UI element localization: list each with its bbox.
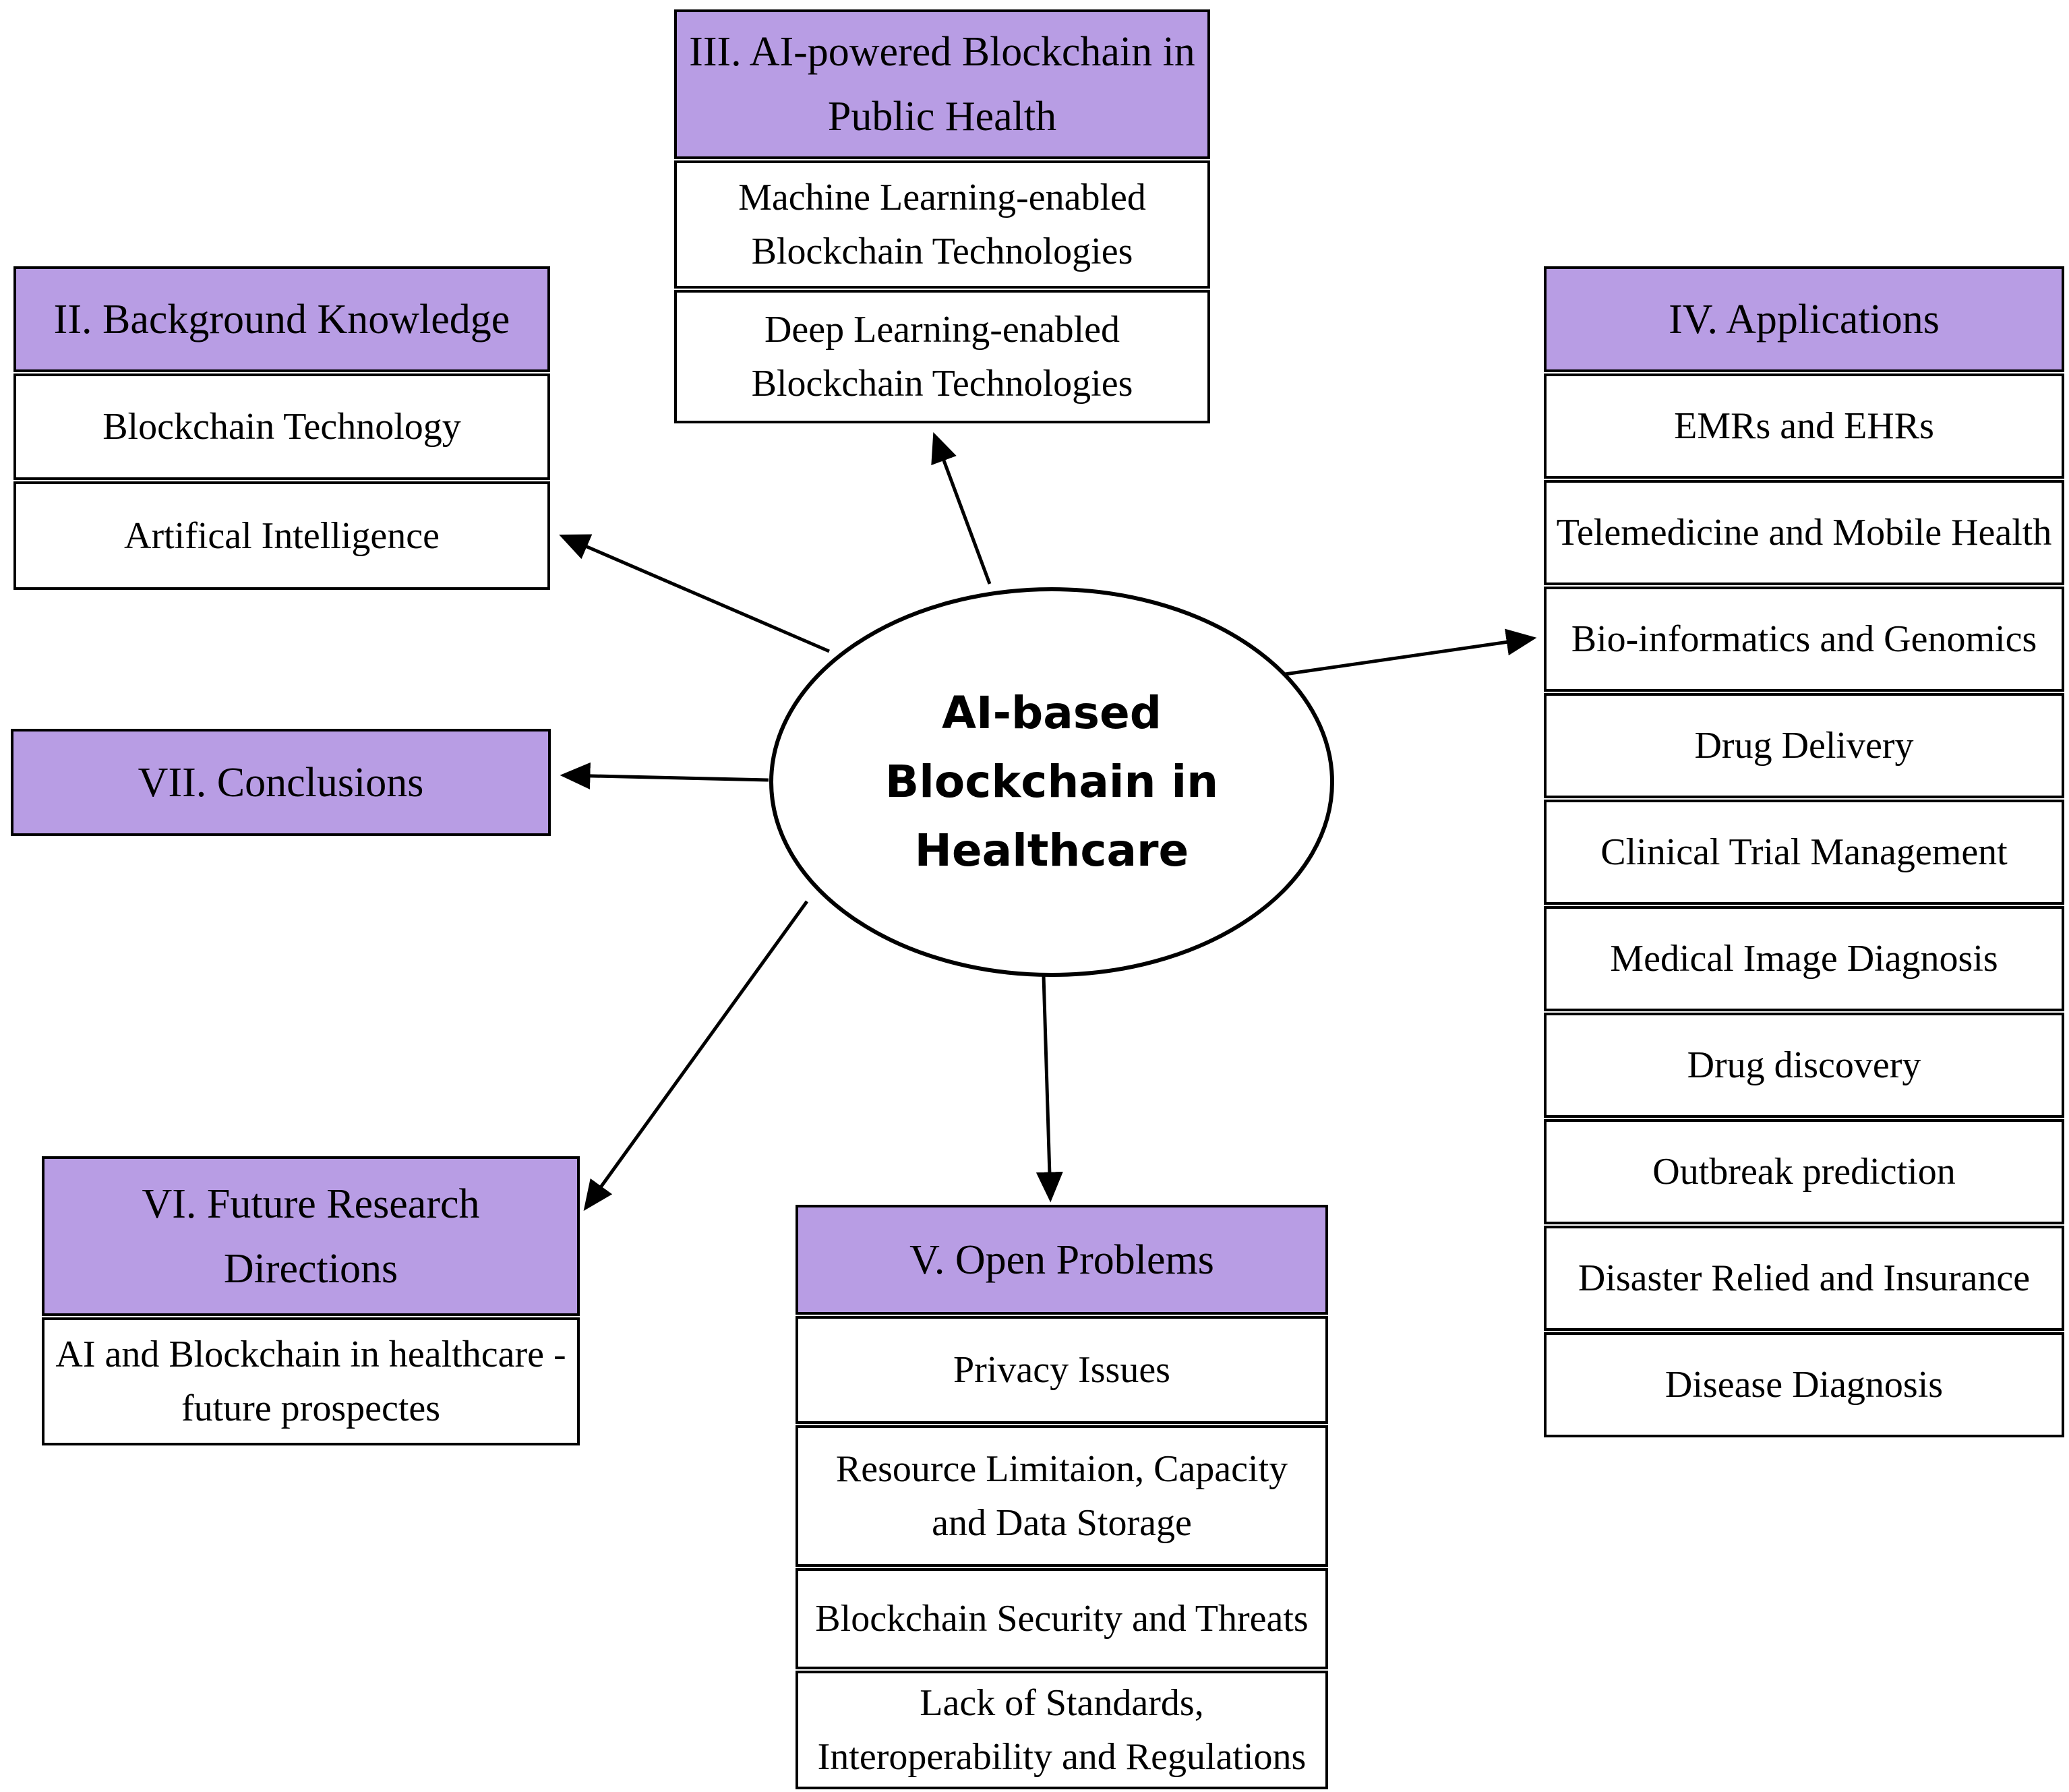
section-item-outbreak-prediction: Outbreak prediction <box>1544 1119 2064 1224</box>
section-item-telemedicine: Telemedicine and Mobile Health <box>1544 480 2064 585</box>
section-item-emrs-ehrs: EMRs and EHRs <box>1544 374 2064 479</box>
arrow-to-public-health <box>931 431 992 585</box>
section-item-resource-limitation: Resource Limitaion, Capacity and Data St… <box>796 1425 1328 1567</box>
arrow-to-background-knowledge <box>559 534 830 653</box>
arrow-to-future-research <box>583 900 809 1212</box>
section-box-applications: IV. Applications EMRs and EHRs Telemedic… <box>1544 266 2064 1437</box>
section-header-future-research: VI. Future Research Directions <box>42 1156 580 1316</box>
arrow-to-conclusions <box>560 762 769 789</box>
section-box-ai-powered-blockchain: III. AI-powered Blockchain in Public Hea… <box>674 9 1210 423</box>
section-header-conclusions: VII. Conclusions <box>11 729 551 836</box>
section-box-conclusions: VII. Conclusions <box>11 729 551 836</box>
section-item-medical-image: Medical Image Diagnosis <box>1544 906 2064 1011</box>
section-item-artifical-intelligence: Artifical Intelligence <box>13 481 550 590</box>
section-item-privacy-issues: Privacy Issues <box>796 1316 1328 1424</box>
section-item-blockchain-security: Blockchain Security and Threats <box>796 1568 1328 1669</box>
central-ellipse <box>769 587 1334 977</box>
central-topic-label: AI-based Blockchain in Healthcare <box>884 687 1219 876</box>
section-item-disease-diagnosis: Disease Diagnosis <box>1544 1332 2064 1437</box>
section-item-drug-discovery: Drug discovery <box>1544 1013 2064 1118</box>
section-box-background-knowledge: II. Background Knowledge Blockchain Tech… <box>13 266 550 590</box>
section-item-clinical-trial: Clinical Trial Management <box>1544 800 2064 905</box>
section-item-bioinformatics: Bio-informatics and Genomics <box>1544 587 2064 692</box>
section-item-disaster-insurance: Disaster Relied and Insurance <box>1544 1226 2064 1331</box>
arrow-to-open-problems <box>1036 975 1063 1203</box>
section-item-deep-learning: Deep Learning-enabled Blockchain Technol… <box>674 290 1210 423</box>
section-box-future-research: VI. Future Research Directions AI and Bl… <box>42 1156 580 1445</box>
section-item-drug-delivery: Drug Delivery <box>1544 693 2064 798</box>
section-header-ai-powered-blockchain: III. AI-powered Blockchain in Public Hea… <box>674 9 1210 159</box>
section-item-blockchain-technology: Blockchain Technology <box>13 374 550 480</box>
section-item-machine-learning: Machine Learning-enabled Blockchain Tech… <box>674 160 1210 289</box>
section-header-background-knowledge: II. Background Knowledge <box>13 266 550 372</box>
arrow-to-applications <box>1284 628 1537 676</box>
section-header-applications: IV. Applications <box>1544 266 2064 372</box>
section-item-future-prospects: AI and Blockchain in healthcare - future… <box>42 1317 580 1445</box>
section-item-lack-of-standards: Lack of Standards, Interoperability and … <box>796 1671 1328 1789</box>
section-box-open-problems: V. Open Problems Privacy Issues Resource… <box>796 1205 1328 1789</box>
section-header-open-problems: V. Open Problems <box>796 1205 1328 1315</box>
